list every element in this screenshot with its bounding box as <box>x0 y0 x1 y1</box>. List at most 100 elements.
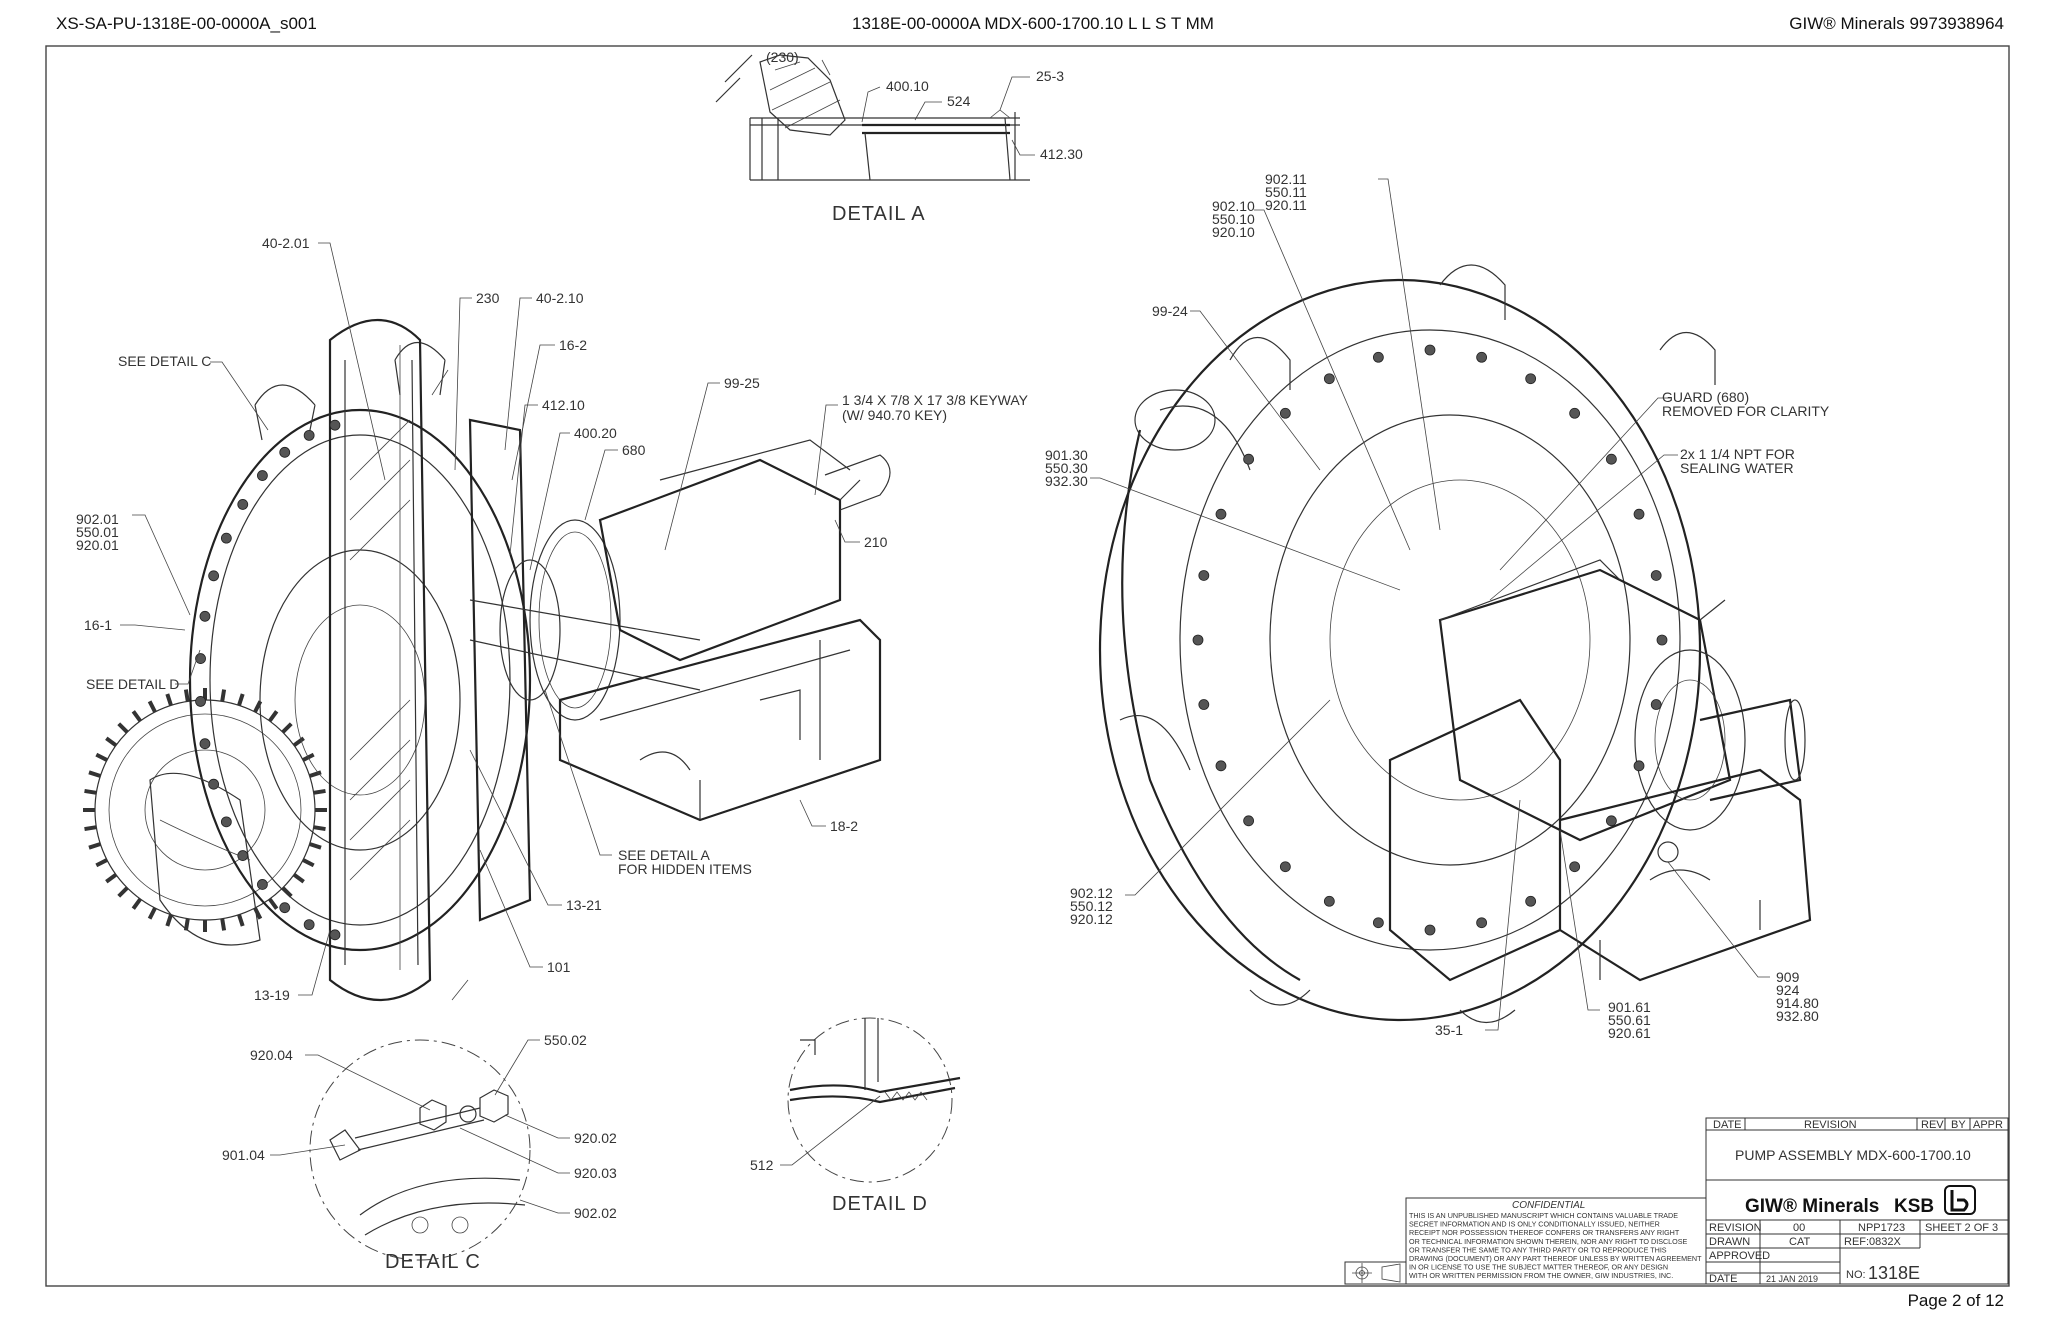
bolt <box>279 902 291 914</box>
callout-see-detail-d: SEE DETAIL D <box>86 676 179 692</box>
tb-drawing-title: PUMP ASSEMBLY MDX-600-1700.10 <box>1735 1147 1971 1163</box>
gear-tooth <box>147 700 157 713</box>
bolt <box>1243 815 1255 827</box>
gear-tooth <box>147 907 157 920</box>
bolt <box>1215 760 1227 772</box>
callout-16-2: 16-2 <box>559 337 587 353</box>
gear-tooth <box>281 722 293 734</box>
bolt <box>1650 699 1662 710</box>
tb-logo-ksb: KSB <box>1894 1196 1934 1217</box>
tb-col-rev: REV <box>1921 1119 1944 1131</box>
bolt <box>199 610 211 622</box>
tb-no-value: 1318E <box>1868 1263 1920 1283</box>
callout-932-80: 932.80 <box>1776 1008 1819 1024</box>
callout-400-10: 400.10 <box>886 78 929 94</box>
tb-revision-value: 00 <box>1793 1222 1805 1234</box>
callout-550-10: 550.10 <box>1212 211 1255 227</box>
callout-901-61: 901.61 <box>1608 999 1651 1015</box>
tb-approved-label: APPROVED <box>1709 1250 1770 1262</box>
tb-confidential-notice: THIS IS AN UNPUBLISHED MANUSCRIPT WHICH … <box>1409 1211 1702 1280</box>
bolt <box>1633 508 1645 520</box>
left-view-leaders <box>120 242 860 996</box>
bolt <box>303 919 315 931</box>
bolt <box>1569 861 1581 873</box>
left-pump-assembly-view <box>83 319 891 1001</box>
tb-col-by: BY <box>1951 1119 1966 1131</box>
callout-550-12: 550.12 <box>1070 898 1113 914</box>
gear-tooth <box>313 788 326 795</box>
gear-tooth <box>308 842 322 850</box>
callout-npt-line2: SEALING WATER <box>1680 460 1794 476</box>
bolt <box>1243 453 1255 465</box>
tb-revision-label: REVISION <box>1709 1222 1762 1234</box>
gear-tooth <box>95 858 108 868</box>
gear-tooth <box>131 897 142 910</box>
bolt <box>1372 917 1384 929</box>
bolt <box>1372 351 1384 363</box>
tb-ref: REF:0832X <box>1844 1236 1902 1248</box>
bolt <box>220 532 232 544</box>
detail-a-drawing <box>715 54 1030 181</box>
tb-notice-line: OR TECHNICAL INFORMATION SHOWN THEREIN, … <box>1409 1237 1688 1246</box>
bolt <box>1633 760 1645 772</box>
callout-920-61: 920.61 <box>1608 1025 1651 1041</box>
callout-13-19: 13-19 <box>254 987 290 1003</box>
bolt <box>1279 861 1291 873</box>
tb-confidential: CONFIDENTIAL <box>1512 1200 1585 1211</box>
callout-40-2-10: 40-2.10 <box>536 290 584 306</box>
bolt <box>1605 815 1617 827</box>
tb-notice-line: IN OR LICENSE TO USE THE SUBJECT MATTER … <box>1409 1263 1668 1272</box>
detail-d-leader <box>780 1095 881 1166</box>
callout-524: 524 <box>947 93 971 109</box>
callout-901-04: 901.04 <box>222 1147 265 1163</box>
tb-drawn-value: CAT <box>1789 1236 1810 1248</box>
tb-logo-giw: GIW® Minerals <box>1745 1196 1879 1217</box>
callout-99-25: 99-25 <box>724 375 760 391</box>
detail-c-drawing <box>309 1039 531 1261</box>
callout-400-20: 400.20 <box>574 425 617 441</box>
gear-tooth <box>292 736 305 747</box>
callout-902-02: 902.02 <box>574 1205 617 1221</box>
bolt <box>208 778 220 790</box>
callout-920-11: 920.11 <box>1265 197 1307 213</box>
gear-tooth <box>131 710 142 723</box>
tb-notice-line: THIS IS AN UNPUBLISHED MANUSCRIPT WHICH … <box>1409 1211 1678 1220</box>
bolt <box>1476 351 1488 363</box>
bolt <box>1650 570 1662 581</box>
page-indicator: Page 2 of 12 <box>1907 1291 2004 1310</box>
gear-tooth <box>165 693 173 707</box>
callout-25-3: 25-3 <box>1036 68 1064 84</box>
callout-920-12: 920.12 <box>1070 911 1113 927</box>
bolt <box>1192 634 1204 646</box>
bolt <box>329 929 341 941</box>
callout-removed-for-clarity: REMOVED FOR CLARITY <box>1662 403 1830 419</box>
gear-tooth <box>308 770 322 778</box>
callout-230-paren: (230) <box>766 49 799 65</box>
detail-d-label: DETAIL D <box>832 1193 928 1215</box>
gear-tooth <box>268 710 279 723</box>
gear-tooth <box>268 897 279 910</box>
gear-tooth <box>88 770 102 778</box>
callout-920-04: 920.04 <box>250 1047 293 1063</box>
gear-tooth <box>281 886 293 898</box>
tb-col-date: DATE <box>1713 1119 1742 1131</box>
right-view-leaders <box>1090 178 1770 1031</box>
bolt <box>1424 924 1436 936</box>
tb-col-appr: APPR <box>1973 1119 2003 1131</box>
company-header: GIW® Minerals 9973938964 <box>1789 14 2004 33</box>
callout-550-02: 550.02 <box>544 1032 587 1048</box>
bolt <box>1198 570 1210 581</box>
ksb-b-logo <box>1944 1185 1976 1215</box>
callout-210: 210 <box>864 534 888 550</box>
bolt <box>329 419 341 431</box>
callout-for-hidden-items: FOR HIDDEN ITEMS <box>618 861 752 877</box>
bolt <box>1525 895 1537 907</box>
callout-guard-680: GUARD (680) <box>1662 389 1749 405</box>
bolt <box>199 738 211 750</box>
callout-see-detail-c: SEE DETAIL C <box>118 353 211 369</box>
gear-tooth <box>237 913 245 927</box>
gear-tooth <box>84 825 97 832</box>
bolt <box>1323 373 1335 385</box>
drawing-id-header: XS-SA-PU-1318E-00-0000A_s001 <box>56 14 317 33</box>
gear-tooth <box>105 873 118 884</box>
